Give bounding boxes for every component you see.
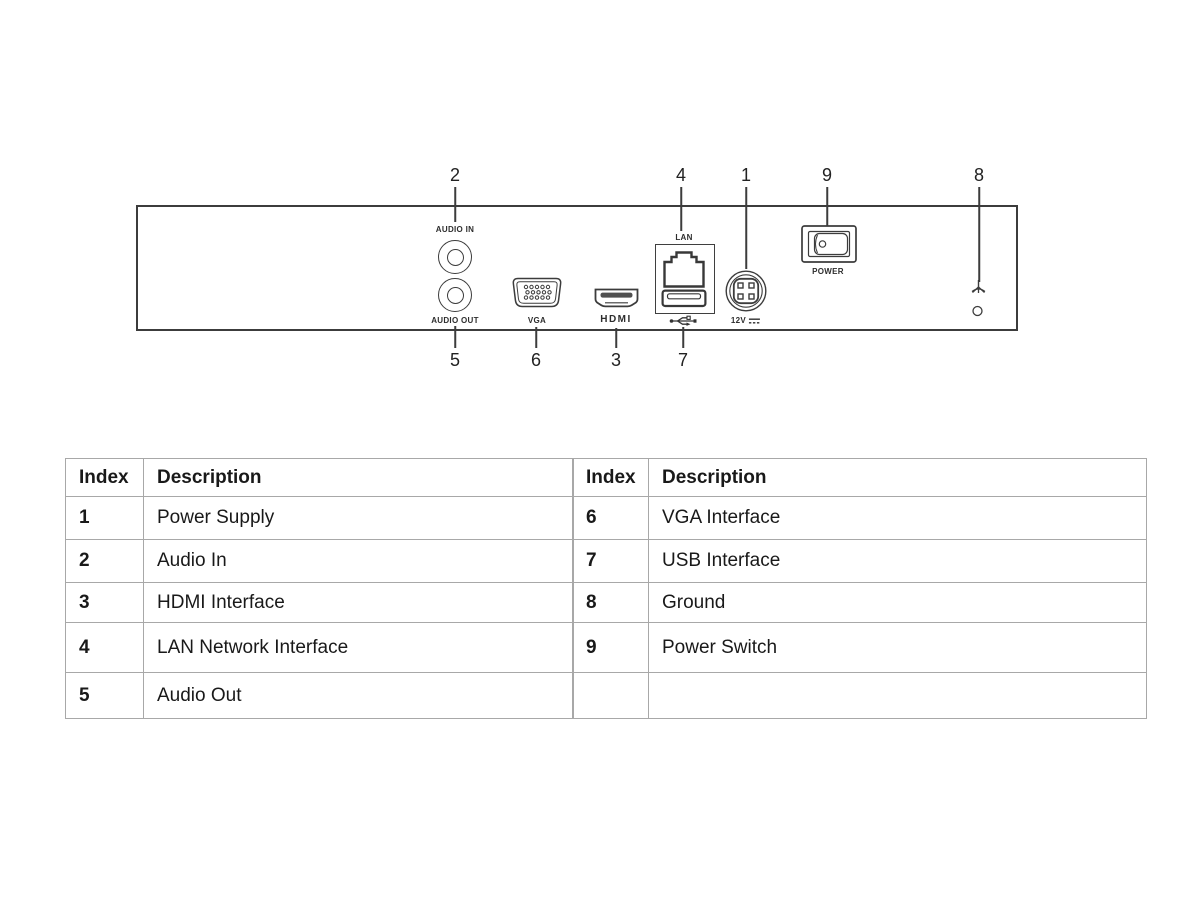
table-row: 5 Audio Out [65, 672, 574, 719]
callout-number-ground: 8 [973, 165, 985, 185]
power-input-label: 12V [731, 316, 761, 325]
rj45-port-icon [663, 251, 705, 288]
index-cell: 2 [65, 539, 144, 583]
description-cell: Audio In [143, 539, 574, 583]
index-cell: 6 [572, 496, 649, 540]
vga-connector [511, 277, 563, 308]
index-cell: 8 [572, 582, 649, 623]
table-row: 2 Audio In [65, 539, 574, 583]
right-spec-table: Index Description 6 VGA Interface 7 USB … [572, 458, 1147, 719]
callout-number-usb: 7 [677, 350, 689, 370]
left-spec-table: Index Description 1 Power Supply 2 Audio… [65, 458, 574, 719]
usb-port [661, 289, 707, 308]
rocker-switch-icon [801, 225, 857, 263]
table-row: 9 Power Switch [572, 622, 1147, 673]
12v-text: 12V [730, 316, 747, 325]
vga-connector-icon [512, 277, 562, 308]
din-4pin-icon [725, 270, 767, 312]
leader-line-audio-in [454, 187, 456, 222]
index-cell: 7 [572, 539, 649, 583]
audio-in-label: AUDIO IN [435, 225, 475, 234]
index-cell: 3 [65, 582, 144, 623]
audio-in-jack [438, 240, 472, 274]
audio-out-label: AUDIO OUT [431, 316, 479, 325]
audio-out-jack-pin [446, 286, 464, 304]
description-column-header: Description [648, 458, 1147, 497]
audio-in-jack-pin [446, 248, 464, 266]
description-cell: Ground [648, 582, 1147, 623]
leader-line-lan [680, 187, 682, 231]
leader-line-usb [682, 327, 684, 348]
leader-line-ground [978, 187, 980, 282]
table-row: 7 USB Interface [572, 539, 1147, 583]
hdmi-connector-icon [594, 288, 639, 308]
callout-number-audio-out: 5 [449, 350, 461, 370]
callout-number-hdmi: 3 [610, 350, 622, 370]
usb-trident-icon [668, 315, 698, 327]
power-switch-label: POWER [812, 267, 844, 276]
leader-line-power-switch [826, 187, 828, 226]
table-row: 1 Power Supply [65, 496, 574, 540]
lan-port [663, 251, 705, 288]
table-row [572, 672, 1147, 719]
lan-label: LAN [675, 233, 693, 242]
table-row: 3 HDMI Interface [65, 582, 574, 623]
index-column-header: Index [65, 458, 144, 497]
dc-voltage-icon [749, 318, 761, 323]
description-cell [648, 672, 1147, 719]
power-switch [801, 225, 857, 263]
leader-line-vga [535, 327, 537, 348]
table-row: 8 Ground [572, 582, 1147, 623]
leader-line-power-supply [745, 187, 747, 269]
leader-line-hdmi [615, 328, 617, 348]
usb-port-icon [661, 289, 707, 308]
callout-number-audio-in: 2 [449, 165, 461, 185]
callout-number-lan: 4 [675, 165, 687, 185]
table-row: 4 LAN Network Interface [65, 622, 574, 673]
table-row: 6 VGA Interface [572, 496, 1147, 540]
hdmi-logo-label: HDMI [600, 314, 632, 325]
table-header-row: Index Description [65, 458, 574, 497]
description-cell: VGA Interface [648, 496, 1147, 540]
index-cell: 1 [65, 496, 144, 540]
description-column-header: Description [143, 458, 574, 497]
rear-panel-outline [136, 205, 1018, 331]
callout-number-power-supply: 1 [740, 165, 752, 185]
hdmi-connector [592, 288, 641, 311]
power-input-connector [725, 270, 767, 312]
index-cell [572, 672, 649, 719]
description-cell: USB Interface [648, 539, 1147, 583]
audio-out-jack [438, 278, 472, 312]
index-cell: 9 [572, 622, 649, 673]
index-cell: 4 [65, 622, 144, 673]
index-column-header: Index [572, 458, 649, 497]
vga-label: VGA [527, 316, 547, 325]
description-cell: LAN Network Interface [143, 622, 574, 673]
description-cell: HDMI Interface [143, 582, 574, 623]
description-cell: Power Supply [143, 496, 574, 540]
ground-earth-icon [971, 280, 986, 317]
index-cell: 5 [65, 672, 144, 719]
callout-number-power-switch: 9 [821, 165, 833, 185]
ground-terminal [968, 280, 989, 320]
leader-line-audio-out [454, 326, 456, 348]
description-cell: Audio Out [143, 672, 574, 719]
table-header-row: Index Description [572, 458, 1147, 497]
callout-number-vga: 6 [530, 350, 542, 370]
description-cell: Power Switch [648, 622, 1147, 673]
